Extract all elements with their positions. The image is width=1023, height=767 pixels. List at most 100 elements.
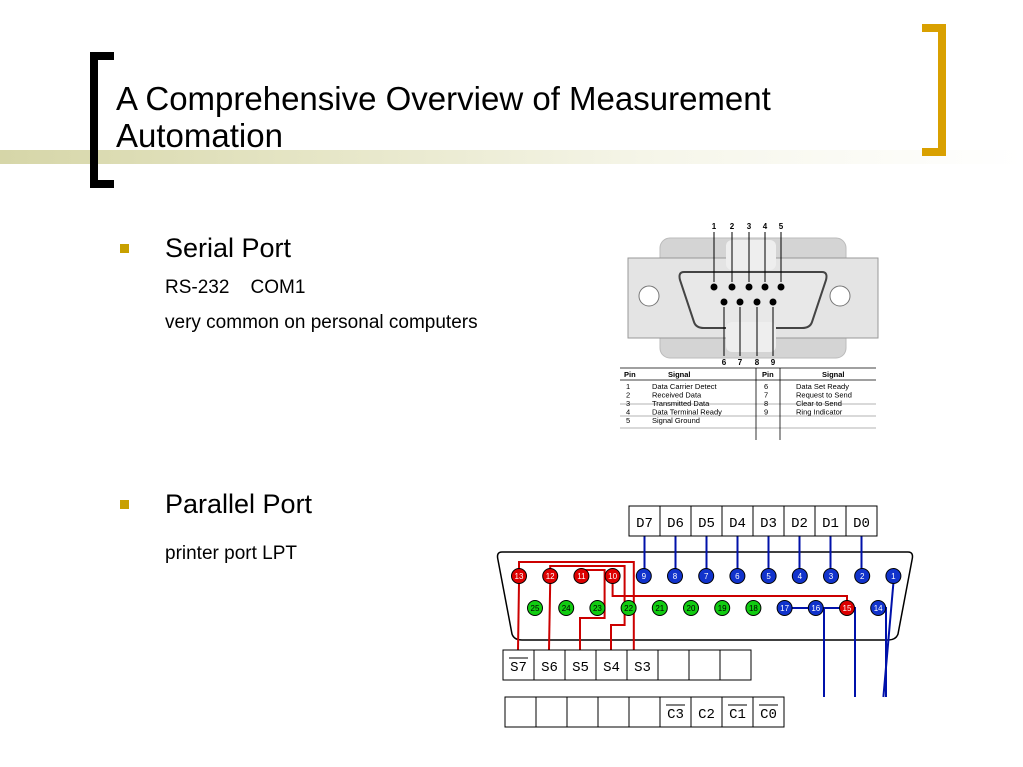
status-wire xyxy=(611,583,848,601)
table-cell: Transmitted Data xyxy=(652,399,710,408)
pin-label: 8 xyxy=(673,572,678,581)
pin-18 xyxy=(745,600,762,616)
db9-pin-label: 8 xyxy=(755,358,760,367)
control-wire xyxy=(777,607,825,697)
data-label: D7 xyxy=(636,516,653,532)
serial-port-line: RS-232 COM1 xyxy=(165,277,306,298)
pin-13 xyxy=(511,568,527,584)
pin-label: 11 xyxy=(577,572,586,581)
table-cell: 9 xyxy=(764,408,768,417)
pin-2 xyxy=(854,568,871,584)
pin-23 xyxy=(589,600,606,616)
pin-label: 18 xyxy=(749,604,758,613)
status-box xyxy=(595,649,628,681)
pin-24 xyxy=(558,600,575,616)
pin-label: 7 xyxy=(704,572,709,581)
pin-9 xyxy=(635,568,652,584)
pin-label: 13 xyxy=(515,572,524,581)
table-cell: 6 xyxy=(764,382,768,391)
pin-19 xyxy=(714,600,731,616)
pin-label: 23 xyxy=(593,604,602,613)
data-label: D6 xyxy=(667,516,684,532)
control-box xyxy=(752,696,785,728)
pin-label: 21 xyxy=(655,604,664,613)
db9-pin-label: 1 xyxy=(712,222,717,231)
db9-pin-label: 4 xyxy=(763,222,768,231)
table-header: Signal xyxy=(668,370,691,379)
pin-16 xyxy=(807,600,824,616)
control-box xyxy=(535,696,568,728)
data-box xyxy=(690,505,723,537)
data-label: D2 xyxy=(791,516,808,532)
pin-label: 4 xyxy=(798,572,803,581)
db9-pin-label: 6 xyxy=(722,358,727,367)
pin-8 xyxy=(667,568,683,584)
control-box xyxy=(690,696,723,728)
table-cell: 8 xyxy=(764,399,768,408)
status-box xyxy=(688,649,721,681)
pin-3 xyxy=(823,568,839,584)
status-box xyxy=(657,649,690,681)
status-wire xyxy=(517,582,520,651)
pin-label: 16 xyxy=(811,604,820,613)
control-box xyxy=(659,696,692,728)
control-box xyxy=(566,696,599,728)
status-label: S4 xyxy=(603,660,620,676)
status-box xyxy=(564,649,597,681)
pin-7 xyxy=(698,568,715,584)
table-cell: Data Terminal Ready xyxy=(652,408,722,417)
pin-label: 10 xyxy=(608,572,617,581)
table-header: Pin xyxy=(624,370,636,379)
status-label: S6 xyxy=(541,660,558,676)
serial-port-heading: Serial Port xyxy=(165,233,292,263)
status-wire xyxy=(548,582,552,651)
db9-pin-label: 3 xyxy=(747,222,752,231)
pin-17 xyxy=(776,600,793,616)
control-label: C1 xyxy=(729,707,746,723)
table-cell: Clear to Send xyxy=(796,399,842,408)
pin-label: 3 xyxy=(829,572,834,581)
data-label: D1 xyxy=(822,516,839,532)
status-label: S5 xyxy=(572,660,589,676)
table-cell: 5 xyxy=(626,416,630,425)
db9-pin-label: 5 xyxy=(779,222,784,231)
db9-pin-label: 9 xyxy=(771,358,776,367)
control-label: C2 xyxy=(698,707,715,723)
table-cell: Received Data xyxy=(652,391,702,400)
control-box xyxy=(597,696,630,728)
control-label: C3 xyxy=(667,707,684,723)
status-box xyxy=(719,649,752,681)
serial-port-line: very common on personal computers xyxy=(165,312,478,333)
pin-10 xyxy=(604,568,621,584)
pin-22 xyxy=(620,600,637,616)
pin-21 xyxy=(651,600,668,616)
pin-label: 15 xyxy=(843,604,852,613)
table-cell: 3 xyxy=(626,399,630,408)
db9-pin-label: 2 xyxy=(730,222,735,231)
pin-label: 14 xyxy=(874,604,883,613)
right-bracket xyxy=(922,24,946,156)
db9-pins xyxy=(710,283,785,306)
data-label: D3 xyxy=(760,516,777,532)
table-cell: Data Set Ready xyxy=(796,382,849,391)
title-band xyxy=(0,150,1023,164)
pin-label: 17 xyxy=(780,604,789,613)
pin-12 xyxy=(542,568,559,584)
pin-5 xyxy=(760,568,777,584)
table-cell: Data Carrier Detect xyxy=(652,382,718,391)
pin-20 xyxy=(683,600,699,616)
pin-6 xyxy=(729,568,746,584)
page-title: A Comprehensive Overview of Measurement … xyxy=(116,80,771,154)
pin-1 xyxy=(885,568,902,584)
status-box xyxy=(626,649,659,681)
data-label: D5 xyxy=(698,516,715,532)
table-cell: 1 xyxy=(626,382,630,391)
table-cell: Signal Ground xyxy=(652,416,700,425)
data-box xyxy=(628,505,661,537)
pin-label: 2 xyxy=(860,572,865,581)
pin-label: 20 xyxy=(687,604,696,613)
left-bracket xyxy=(90,52,114,188)
table-cell: 4 xyxy=(626,408,630,417)
parallel-port-line: printer port LPT xyxy=(165,543,297,564)
